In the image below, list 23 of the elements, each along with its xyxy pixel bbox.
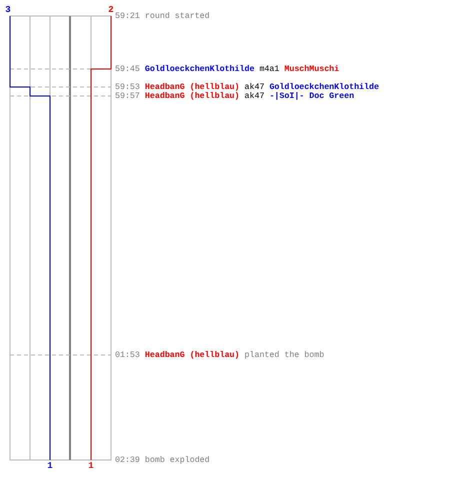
event-text: HeadbanG (hellblau) xyxy=(144,83,240,92)
event-text: HeadbanG (hellblau) xyxy=(144,92,240,101)
player-count: 1 xyxy=(88,462,94,471)
player-count: 3 xyxy=(5,6,11,15)
event-time: 02:39 xyxy=(115,456,140,465)
event-time: 59:21 xyxy=(115,12,140,21)
event-text: planted the bomb xyxy=(244,351,324,360)
event-time: 01:53 xyxy=(115,351,140,360)
event-text: MuschMuschi xyxy=(284,65,340,74)
event-text: HeadbanG (hellblau) xyxy=(144,351,240,360)
event-text: ak47 xyxy=(244,92,264,101)
event-time: 59:57 xyxy=(115,92,140,101)
event-text: -|SoI|- Doc Green xyxy=(269,92,354,101)
event-text: ak47 xyxy=(244,83,264,92)
event-text: bomb exploded xyxy=(144,456,210,465)
player-count: 2 xyxy=(108,6,114,15)
player-count: 1 xyxy=(47,462,53,471)
event-text: GoldloeckchenKlothilde xyxy=(269,83,379,92)
event-text: GoldloeckchenKlothilde xyxy=(144,65,254,74)
event-text: m4a1 xyxy=(259,65,280,74)
event-time: 59:45 xyxy=(115,65,140,74)
event-text: round started xyxy=(144,12,210,21)
event-time: 59:53 xyxy=(115,83,140,92)
